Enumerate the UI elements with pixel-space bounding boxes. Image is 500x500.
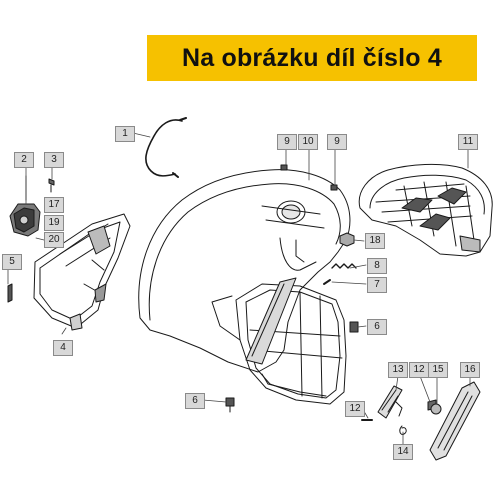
callout-9a: 9 (277, 134, 297, 150)
part-6-screws (225, 321, 359, 413)
callout-3: 3 (44, 152, 64, 168)
callout-15: 15 (428, 362, 448, 378)
callout-1: 1 (115, 126, 135, 142)
leader-lines (7, 132, 471, 445)
part-12-pins (361, 399, 437, 421)
callout-17: 17 (44, 197, 64, 213)
part-18-nut (339, 232, 355, 247)
callout-14: 14 (393, 444, 413, 460)
callout-6b: 6 (185, 393, 205, 409)
callout-5: 5 (2, 254, 22, 270)
callout-16: 16 (460, 362, 480, 378)
callout-4: 4 (53, 340, 73, 356)
callout-2: 2 (14, 152, 34, 168)
part-7-pin (323, 279, 331, 285)
callout-12b: 12 (409, 362, 429, 378)
callout-20: 20 (44, 232, 64, 248)
part-14-clip (399, 425, 407, 435)
part-5-screw (7, 283, 13, 303)
callout-8: 8 (367, 258, 387, 274)
part-1-cable (145, 117, 187, 178)
part-3-screw (48, 178, 55, 193)
callout-7: 7 (367, 277, 387, 293)
part-4-bracket (33, 213, 131, 331)
callout-11: 11 (458, 134, 478, 150)
part-13-hinge (377, 385, 403, 419)
callout-10: 10 (298, 134, 318, 150)
lock-assembly (9, 175, 41, 237)
callout-13: 13 (388, 362, 408, 378)
part-16-strip (429, 381, 481, 461)
part-number-banner: Na obrázku díl číslo 4 (147, 35, 477, 81)
callout-12a: 12 (345, 401, 365, 417)
part-15-nut (430, 403, 442, 415)
callout-6a: 6 (367, 319, 387, 335)
callout-19: 19 (44, 215, 64, 231)
part-10-inner-shell (138, 169, 351, 373)
callout-9b: 9 (327, 134, 347, 150)
part-11-cover (358, 163, 493, 257)
callout-18: 18 (365, 233, 385, 249)
slide-rail (245, 277, 297, 365)
part-8-spring (331, 263, 357, 269)
